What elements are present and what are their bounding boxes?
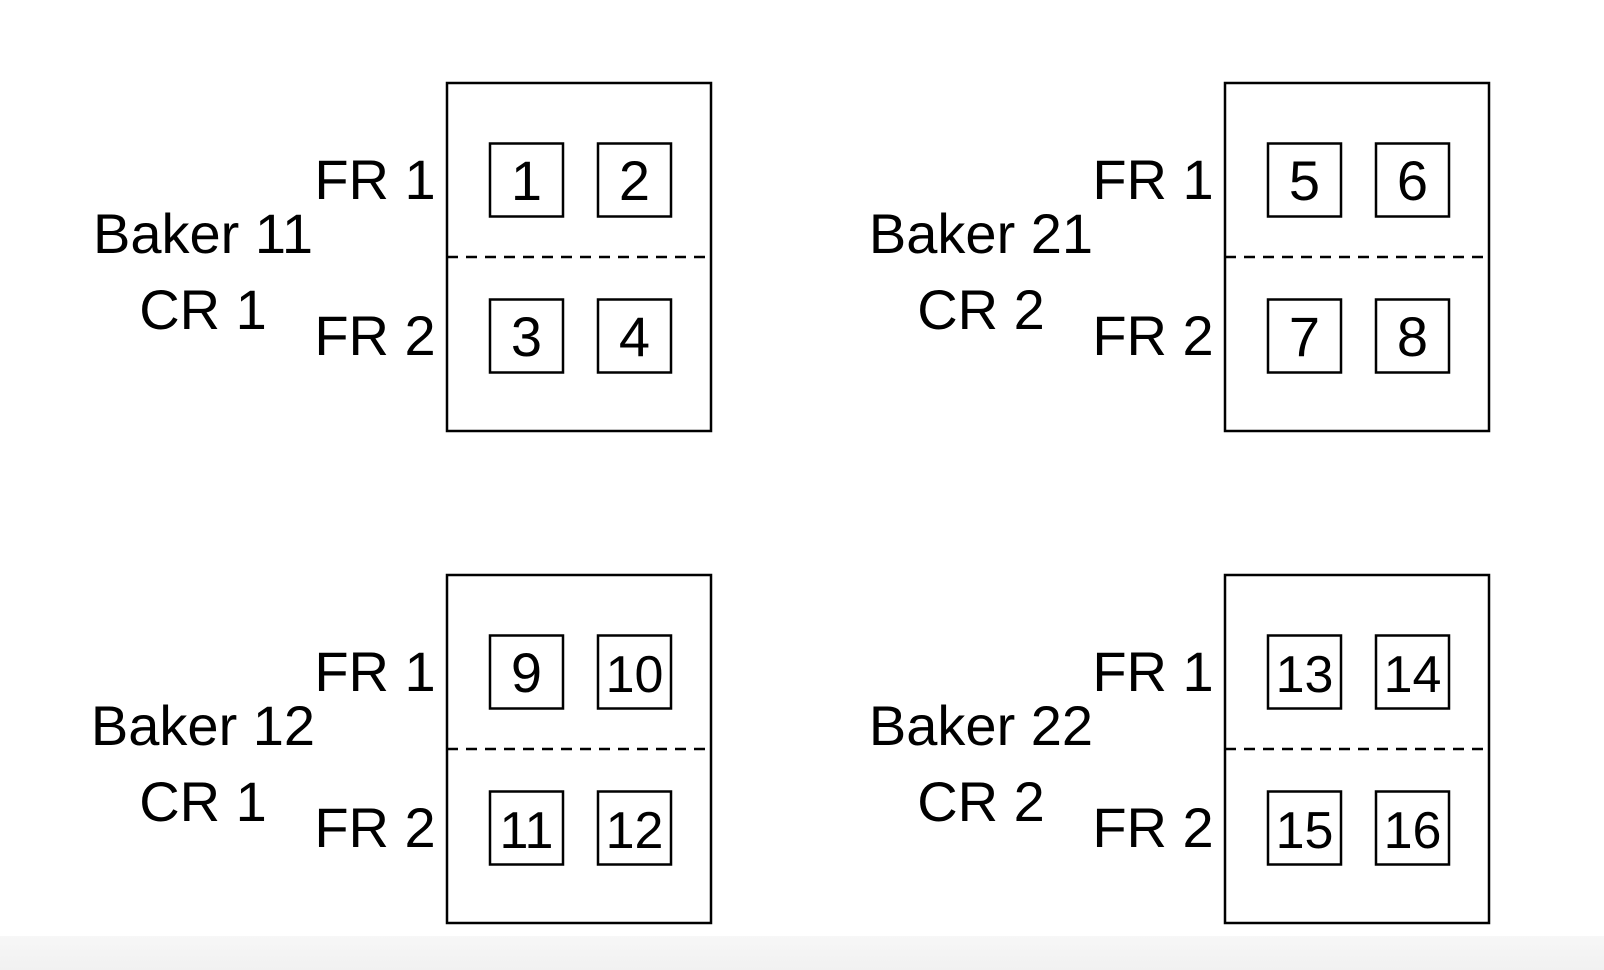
number-label: 6 (1397, 149, 1428, 212)
number-box (488, 790, 565, 866)
number-box (1266, 790, 1343, 866)
fr-label: FR 1 (1092, 148, 1213, 211)
bottom-bar (0, 936, 1604, 970)
fr-label: FR 1 (314, 148, 435, 211)
number-box (1374, 142, 1451, 218)
baker-label: Baker 11 (93, 202, 313, 265)
number-label: 7 (1289, 305, 1320, 368)
baker-label: Baker 12 (91, 694, 315, 757)
number-label: 11 (500, 802, 554, 860)
baker-label: Baker 22 (869, 694, 1093, 757)
number-box (1266, 298, 1343, 374)
cr-label: CR 2 (917, 278, 1045, 341)
number-label: 12 (606, 802, 664, 860)
number-label: 4 (619, 305, 650, 368)
fr-label: FR 2 (1092, 304, 1213, 367)
number-box (596, 634, 673, 710)
number-box (1374, 790, 1451, 866)
number-label: 14 (1384, 646, 1442, 704)
number-label: 5 (1289, 149, 1320, 212)
number-box (488, 634, 565, 710)
number-box (488, 142, 565, 218)
baker-group-4: Baker 22 CR 2 FR 1 13 14 FR 2 15 16 (869, 573, 1491, 925)
number-box (1266, 634, 1343, 710)
cr-label: CR 2 (917, 770, 1045, 833)
number-label: 9 (511, 641, 542, 704)
number-box (1374, 298, 1451, 374)
number-label: 10 (606, 646, 664, 704)
baker-group-1: Baker 11 CR 1 FR 1 1 2 FR 2 3 4 (93, 81, 713, 433)
number-box (596, 142, 673, 218)
number-label: 3 (511, 305, 542, 368)
number-label: 1 (511, 149, 542, 212)
number-box (596, 298, 673, 374)
baker-label: Baker 21 (869, 202, 1093, 265)
number-box (488, 298, 565, 374)
fr-label: FR 1 (314, 640, 435, 703)
number-box (1374, 634, 1451, 710)
number-label: 2 (619, 149, 650, 212)
number-label: 8 (1397, 305, 1428, 368)
fr-label: FR 2 (314, 796, 435, 859)
baker-group-2: Baker 21 CR 2 FR 1 5 6 FR 2 7 8 (869, 81, 1491, 433)
number-box (1266, 142, 1343, 218)
fr-label: FR 2 (1092, 796, 1213, 859)
fr-label: FR 2 (314, 304, 435, 367)
number-label: 13 (1276, 646, 1334, 704)
fr-label: FR 1 (1092, 640, 1213, 703)
baker-group-3: Baker 12 CR 1 FR 1 9 10 FR 2 11 12 (91, 573, 713, 925)
number-label: 16 (1384, 802, 1442, 860)
number-label: 15 (1276, 802, 1334, 860)
cr-label: CR 1 (139, 770, 267, 833)
cr-label: CR 1 (139, 278, 267, 341)
number-box (596, 790, 673, 866)
